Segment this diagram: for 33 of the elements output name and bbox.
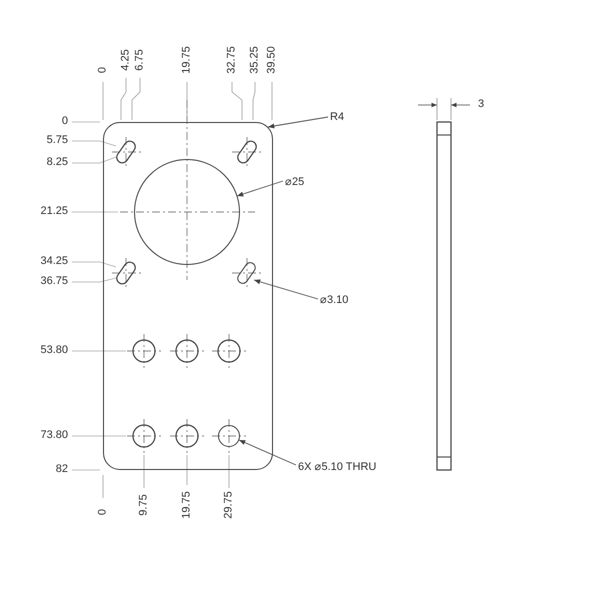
dimension-value: 3	[478, 99, 484, 110]
leader-line	[238, 440, 296, 466]
bore-hole	[134, 158, 240, 264]
plate-outline	[103, 122, 273, 470]
dimension-value: 0	[98, 66, 108, 74]
dimension-value: 19.75	[182, 491, 192, 519]
leader-line	[254, 279, 318, 300]
dimension-value: 39.50	[266, 46, 278, 74]
dimension-value: 34.25	[40, 256, 68, 267]
dimension-value: 36.75	[40, 276, 68, 287]
callout-label: ⌀25	[285, 175, 304, 188]
callout-label: R4	[330, 111, 344, 123]
dimension-value: 0	[62, 116, 68, 127]
callout-label: ⌀3.10	[320, 293, 348, 306]
dimension-value: 5.75	[46, 135, 68, 146]
leader-line	[268, 116, 328, 128]
slot-hole	[235, 260, 258, 286]
mounting-hole	[218, 424, 240, 446]
callout-label: 6X ⌀5.10 THRU	[298, 460, 376, 473]
dimension-value: 6.75	[134, 49, 146, 71]
dimension-value: 32.75	[226, 46, 238, 74]
dimension-value: 53.80	[40, 345, 68, 356]
dimension-value: 21.25	[40, 206, 68, 217]
dimension-value: 19.75	[182, 46, 192, 74]
leader-line	[236, 180, 284, 196]
dimension-value: 82	[56, 464, 68, 475]
dimension-value: 35.25	[250, 46, 260, 74]
dimension-value: 9.75	[138, 494, 150, 516]
dimension-value: 8.25	[46, 157, 68, 168]
dimension-value: 29.75	[224, 491, 234, 519]
dimension-value: 73.80	[40, 430, 68, 441]
dimension-value: 0	[98, 508, 108, 516]
dimension-value: 4.25	[120, 49, 132, 71]
